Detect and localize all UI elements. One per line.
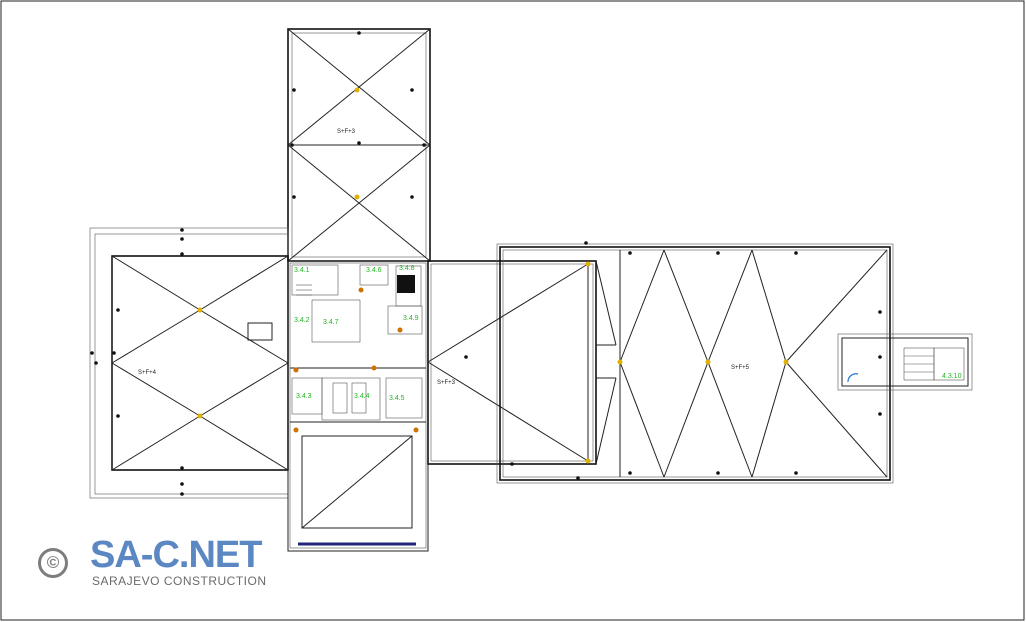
room-label: 4.3.10	[942, 373, 962, 380]
room-label: 3.4.8	[399, 265, 415, 272]
room-label: 3.4.4	[354, 393, 370, 400]
north-wing-roof: S+F+3	[287, 28, 431, 262]
far-east-stair: 4.3.10	[837, 333, 973, 391]
center-link-roof: S+F+3	[427, 260, 617, 465]
room-label: 3.4.5	[389, 395, 405, 402]
room-label: 3.4.6	[366, 267, 382, 274]
drain-marker	[354, 87, 360, 93]
drain-marker	[354, 194, 360, 200]
east-wing-roof: S+F+5	[496, 243, 894, 484]
copyright-icon: ©	[38, 548, 68, 578]
room-label: 3.4.9	[403, 315, 419, 322]
drain-marker	[197, 307, 203, 313]
room-label: 3.4.2	[294, 317, 310, 324]
west-wing-roof: S+F+4	[89, 227, 289, 499]
room-label: 3.4.7	[323, 319, 339, 326]
brand-name: SA-C.NET	[90, 534, 262, 576]
north-wing-label: S+F+3	[337, 129, 356, 135]
west-wing-label: S+F+4	[138, 370, 157, 376]
center-link-label: S+F+3	[437, 380, 456, 386]
elevation-tags	[90, 31, 882, 496]
drain-marker	[197, 413, 203, 419]
central-core-floor: 3.4.1 3.4.2 3.4.3 3.4.4 3.4.5 3.4.6 3.4.…	[287, 260, 429, 552]
brand-tagline: SARAJEVO CONSTRUCTION	[92, 574, 267, 588]
room-label: 3.4.1	[294, 267, 310, 274]
east-wing-label: S+F+5	[731, 365, 750, 371]
room-label: 3.4.3	[296, 393, 312, 400]
watermark-logo: © SA-C.NET SARAJEVO CONSTRUCTION	[36, 534, 306, 590]
